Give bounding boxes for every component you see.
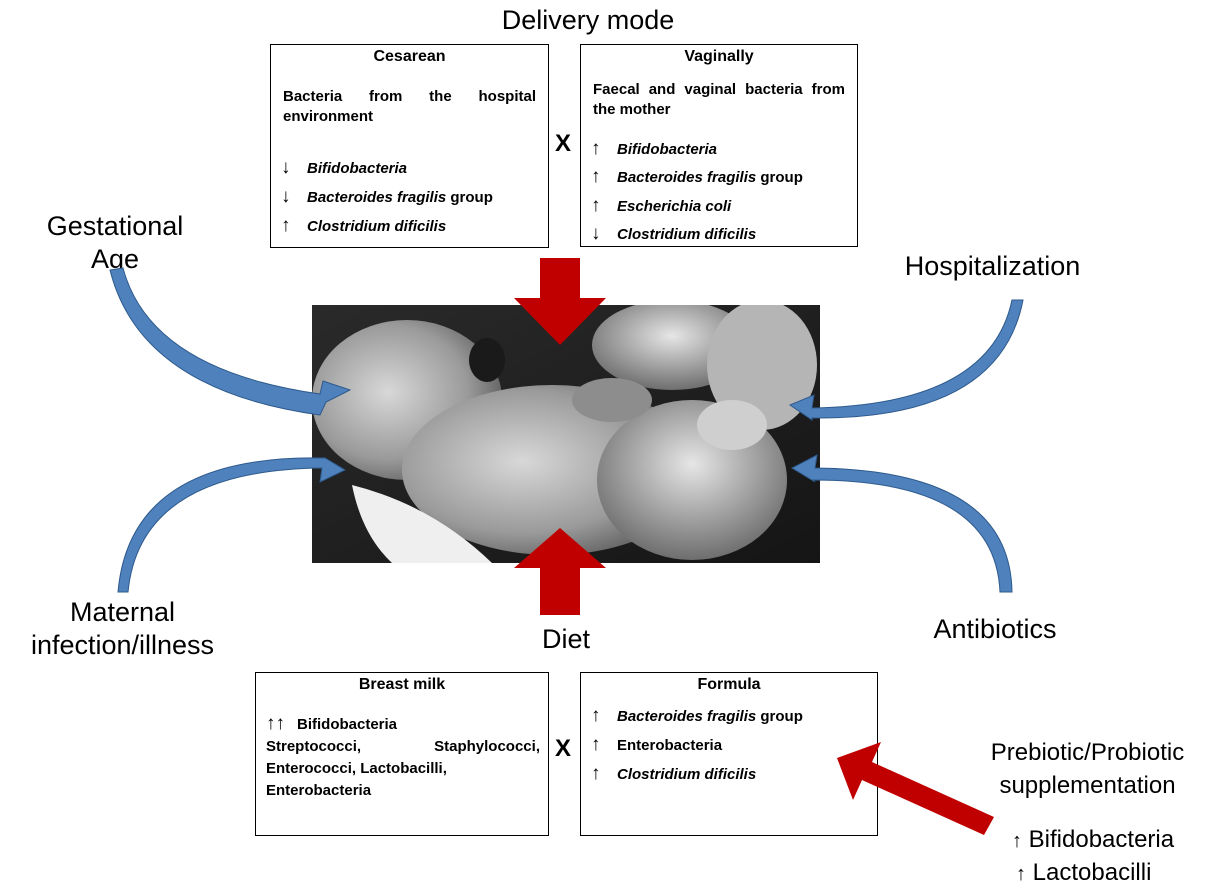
supplement-effect-name: Bifidobacteria [1028,826,1175,853]
versus-x-diet: X [555,735,572,762]
bacteria-name: Bifidobacteria [307,160,408,177]
antibiotics-heading: Antibiotics [933,614,1057,644]
bacteria-suffix: group [756,169,803,186]
vaginally-item: ↑ Bacteroides fragilis group [591,166,803,188]
supplement-effect-item: ↑ Bifidobacteria [1012,824,1174,857]
formula-item: ↑ Clostridium dificilis [591,763,756,785]
breast-milk-content: ↑↑ Bifidobacteria Streptococci, Staphyloco… [266,713,540,802]
up-arrow-icon: ↑ [281,215,291,236]
supplement-effect-list: ↑ Bifidobacteria ↑ Lactobacilli [1012,824,1174,890]
up-arrow-icon: ↑ [591,734,601,755]
down-arrow-icon: ↓ [281,157,291,178]
vaginally-item: ↑ Bifidobacteria [591,138,717,160]
formula-box: Formula ↑ Bacteroides fragilis group ↑ Ent… [580,672,878,836]
breast-milk-line: Enterococci, Lactobacilli, [266,760,447,777]
supplement-arrow [837,742,994,835]
bacteria-name: Bifidobacteria [617,141,718,158]
down-arrow-icon: ↓ [281,186,291,207]
bacteria-suffix: group [446,189,493,206]
diet-heading: Diet [541,624,590,654]
breast-milk-line: Streptococci, [266,738,362,755]
cesarean-item: ↓ Bifidobacteria [281,157,407,179]
breast-milk-box: Breast milk ↑↑ Bifidobacteria Streptococc… [255,672,549,836]
up-arrow-icon: ↑ [1016,863,1026,885]
delivery-mode-heading: Delivery mode [501,5,675,35]
antibiotics-curve-arrow [790,454,1013,593]
vaginally-title: Vaginally [684,48,754,65]
up-arrow-icon: ↑ [1012,830,1022,852]
hospitalization-curve-arrow [788,299,1024,421]
versus-x-delivery: X [555,130,572,157]
breast-milk-title: Breast milk [358,676,446,693]
formula-item: ↑ Enterobacteria [591,734,722,756]
delivery-down-arrow [514,258,606,345]
bacteria-name: Clostridium dificilis [617,226,757,243]
up-arrow-icon: ↑ [591,705,601,726]
bacteria-name: Clostridium dificilis [307,218,447,235]
down-arrow-icon: ↓ [591,223,601,244]
gestational-age-curve-arrow [109,267,352,416]
bacteria-name: Clostridium dificilis [617,766,757,783]
supplement-effect-item: ↑ Lactobacilli [1012,857,1174,890]
formula-title: Formula [697,676,761,693]
breast-milk-line: Bifidobacteria [297,716,398,733]
newborn-photo-graphic [312,305,820,563]
cesarean-description: Bacteria from the hospital environment [283,88,536,125]
double-up-arrow-icon: ↑↑ [266,713,285,734]
breast-milk-line: Staphylococci, [434,738,540,755]
cesarean-box: Cesarean Bacteria from the hospital envi… [270,44,549,248]
vaginally-box: Vaginally Faecal and vaginal bacteria fr… [580,44,858,247]
vaginally-item: ↓ Clostridium dificilis [591,223,756,245]
bacteria-suffix: group [756,708,803,725]
maternal-infection-heading: Maternal infection/illness [30,597,215,660]
up-arrow-icon: ↑ [591,138,601,159]
up-arrow-icon: ↑ [591,166,601,187]
gestational-age-heading: Gestational Age [46,211,184,274]
supplementation-heading: Prebiotic/Probiotic supplementation [990,739,1185,799]
cesarean-title: Cesarean [373,48,446,65]
vaginally-item: ↑ Escherichia coli [591,195,731,217]
maternal-infection-curve-arrow [117,457,347,593]
bacteria-name: Bacteroides fragilis [617,708,757,725]
supplement-effect-name: Lactobacilli [1032,859,1152,886]
hospitalization-heading: Hospitalization [904,251,1081,281]
newborn-photo [312,305,820,563]
formula-item: ↑ Bacteroides fragilis group [591,705,803,727]
bacteria-name: Enterobacteria [617,737,723,754]
bacteria-name: Bacteroides fragilis [307,189,447,206]
breast-milk-line: Enterobacteria [266,782,372,799]
bacteria-name: Bacteroides fragilis [617,169,757,186]
up-arrow-icon: ↑ [591,763,601,784]
cesarean-item: ↓ Bacteroides fragilis group [281,186,493,208]
up-arrow-icon: ↑ [591,195,601,216]
bacteria-name: Escherichia coli [617,198,732,215]
cesarean-item: ↑ Clostridium dificilis [281,215,446,237]
diet-up-arrow [514,528,606,615]
vaginally-description: Faecal and vaginal bacteria from the mot… [593,81,845,118]
